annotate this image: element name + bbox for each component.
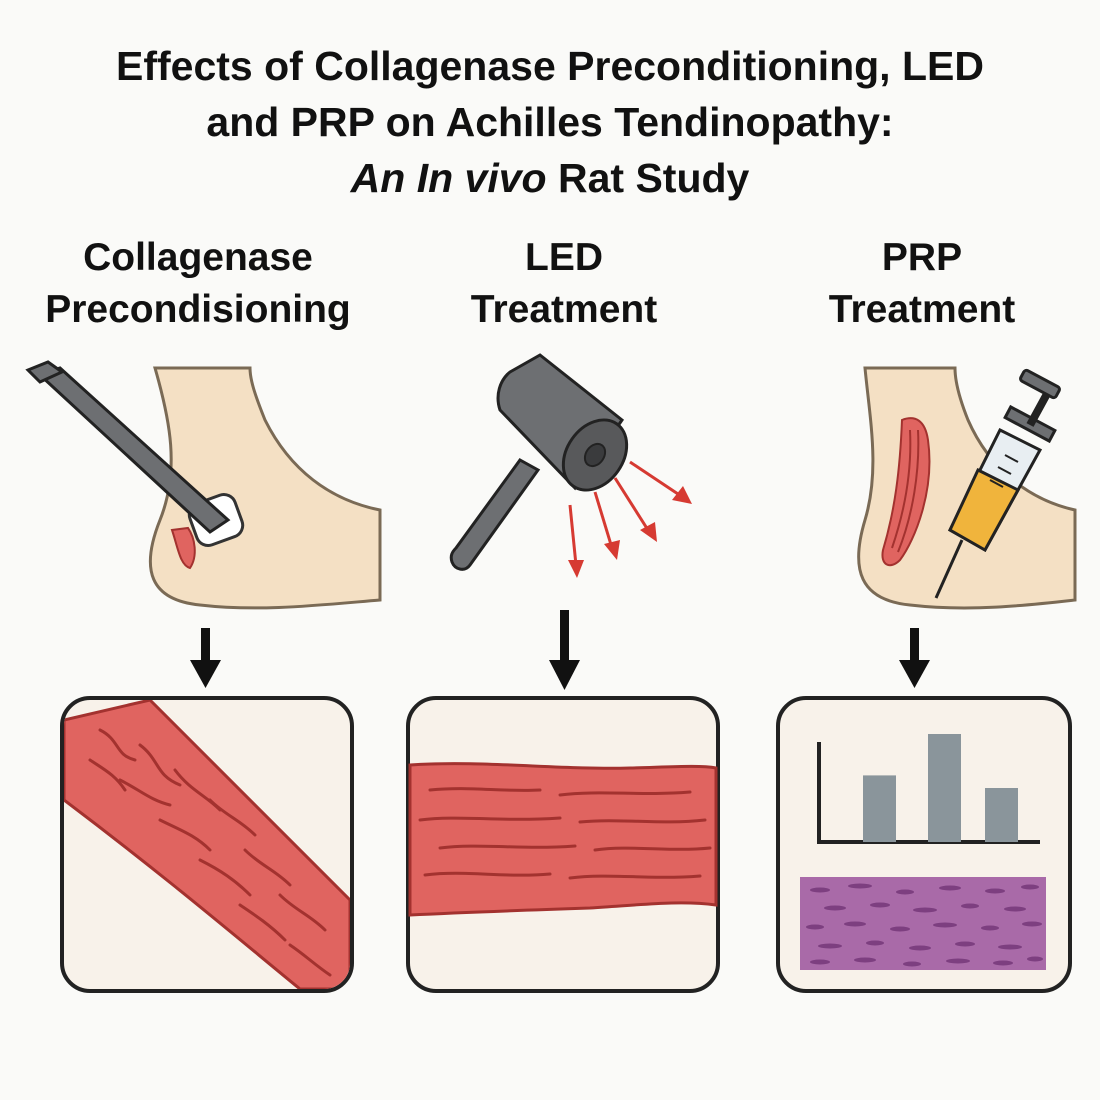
panel-disorganized-tendon [60, 696, 354, 993]
prp-foot-illustration [857, 366, 1077, 610]
led-device-illustration [449, 353, 629, 571]
heading-line-2: Treatment [470, 288, 658, 331]
heading-line-1: LED [525, 236, 603, 279]
collagenase-foot-illustration [25, 360, 382, 610]
led-handle [449, 458, 541, 571]
led-emitter [583, 442, 607, 468]
column-heading-prp: PRP Treatment [742, 232, 1100, 336]
column-heading-led: LED Treatment [384, 232, 744, 336]
instrument-tip [25, 360, 65, 384]
chart-bar-3 [985, 788, 1018, 842]
led-light-rays [568, 460, 692, 578]
panel-prp-results [776, 696, 1072, 993]
syringe-fluid [948, 467, 1021, 553]
heading-line-2: Treatment [828, 288, 1016, 331]
foot-1 [148, 366, 382, 610]
chart-bar-2 [928, 734, 961, 842]
figure-title: Effects of Collagenase Preconditioning, … [0, 38, 1100, 206]
panel-aligned-tendon [406, 696, 720, 993]
heading-line-2: Precondisioning [45, 288, 351, 331]
chart-bar-1 [863, 775, 896, 842]
tendon-diagonal [64, 700, 350, 989]
title-line-3: An In vivo Rat Study [0, 150, 1100, 206]
syringe-plunger [1026, 390, 1052, 427]
down-arrow-1 [190, 628, 221, 688]
down-arrow-3 [899, 628, 930, 688]
title-line-2: and PRP on Achilles Tendinopathy: [206, 99, 894, 145]
title-italic-part: An In vivo [350, 155, 547, 201]
histology-nuclei [806, 883, 1043, 967]
syringe-icon [934, 368, 1061, 599]
column-heading-collagenase: Collagenase Precondisioning [18, 232, 378, 336]
down-arrow-2 [549, 610, 580, 690]
title-line-1: Effects of Collagenase Preconditioning, … [116, 43, 984, 89]
injury-spot [170, 526, 196, 570]
syringe-needle [934, 539, 964, 599]
title-rest-part: Rat Study [557, 155, 750, 201]
heading-line-1: Collagenase [83, 236, 313, 279]
tendon-horizontal [408, 762, 718, 917]
bar-chart [817, 734, 1040, 844]
histology-strip [800, 877, 1046, 970]
heading-line-1: PRP [881, 236, 963, 279]
